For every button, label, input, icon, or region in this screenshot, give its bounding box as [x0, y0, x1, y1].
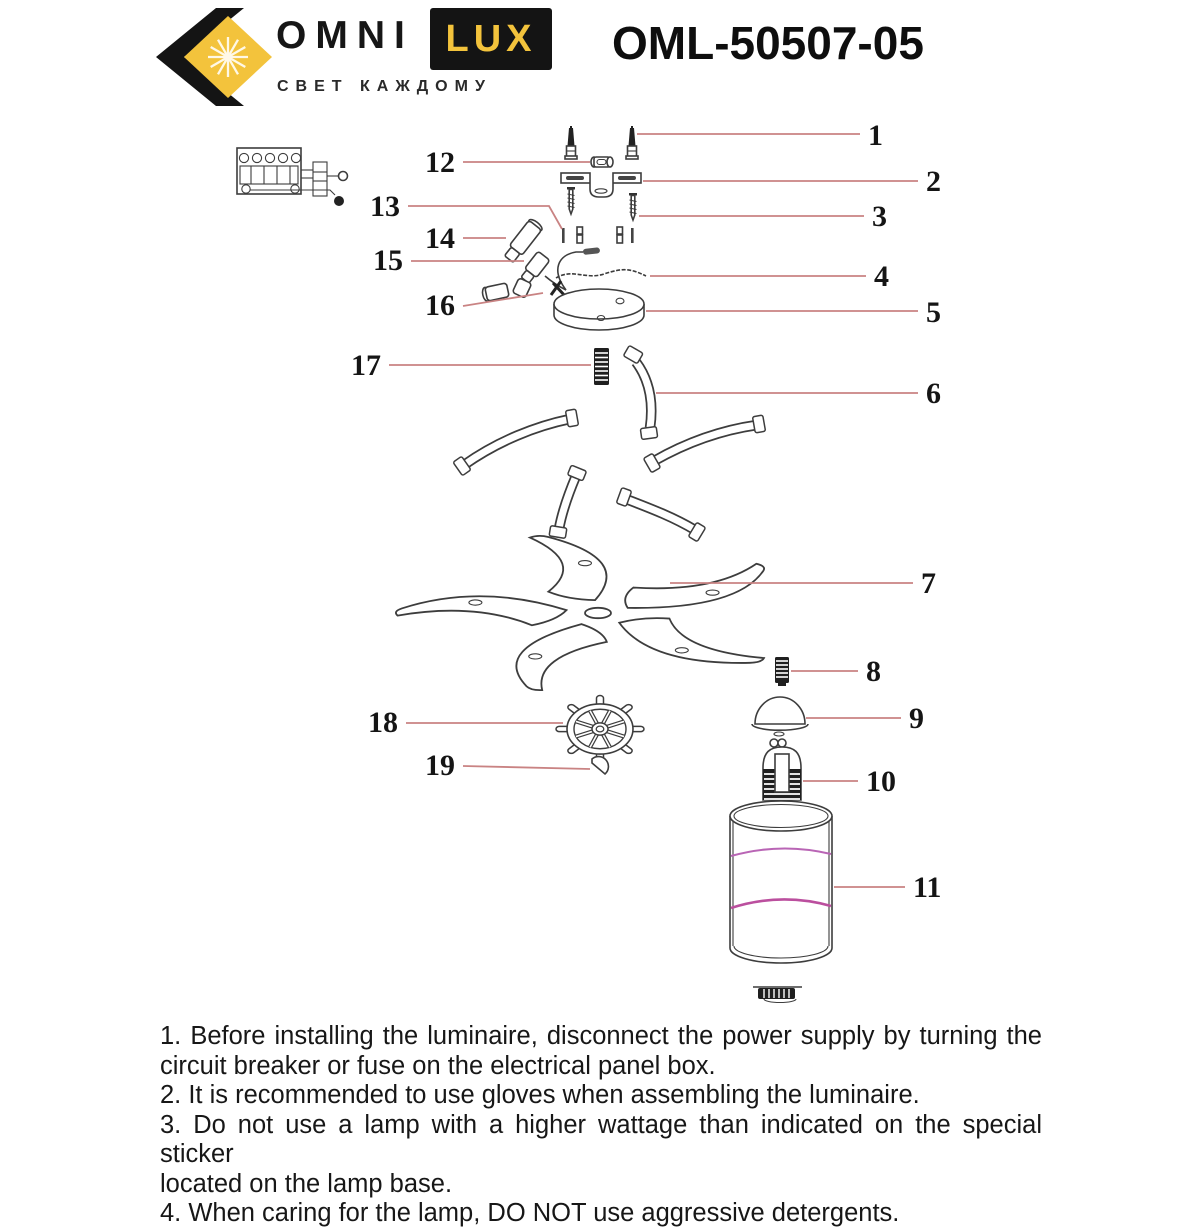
instruction-line: located on the lamp base. — [160, 1169, 453, 1198]
part-wavy-wire — [555, 268, 647, 279]
logo-chevron-shape — [156, 8, 244, 106]
exploded-assembly-diagram: 1 2 3 4 5 6 7 8 9 10 11 12 13 14 15 16 1… — [236, 119, 941, 1004]
part-screws — [567, 187, 637, 223]
wire-end-icon — [334, 196, 344, 206]
part-number-labels: 1 2 3 4 5 6 7 8 9 10 11 12 13 14 15 16 1… — [351, 119, 941, 904]
part-dome-cap — [751, 696, 809, 748]
brand-word-omni: OMNI — [276, 14, 414, 57]
part-label-1: 1 — [868, 119, 883, 152]
part-label-8: 8 — [866, 655, 881, 688]
part-label-11: 11 — [913, 871, 941, 904]
leader-lines — [389, 133, 918, 888]
part-arm-a — [453, 408, 579, 476]
part-arm-c — [548, 464, 587, 539]
part-canopy — [553, 288, 645, 331]
leader-line-16 — [462, 292, 544, 307]
part-connector-upper — [504, 218, 543, 263]
part-label-6: 6 — [926, 377, 941, 410]
part-shade-cylinder — [729, 800, 833, 964]
model-code: OML-50507-05 — [612, 17, 924, 69]
part-threaded-nipple — [594, 348, 609, 385]
part-set-screw — [775, 657, 789, 686]
terminal-block-illustration — [236, 147, 349, 206]
part-arm-d — [616, 487, 706, 542]
brand-logo — [156, 6, 276, 110]
shade-band-bottom — [730, 898, 832, 910]
instruction-line: 2. It is recommended to use gloves when … — [160, 1081, 920, 1109]
part-label-4: 4 — [874, 260, 889, 293]
brand-tagline: СВЕТ КАЖДОМУ — [277, 78, 492, 95]
wire-ring-terminal-icon — [337, 170, 349, 182]
leader-line-19 — [462, 765, 591, 770]
part-label-14: 14 — [425, 222, 455, 255]
part-label-2: 2 — [926, 165, 941, 198]
wire-pin-icon — [582, 247, 600, 255]
logo-sunburst-icon — [208, 37, 248, 77]
part-arm-b — [643, 414, 766, 473]
part-label-10: 10 — [866, 765, 896, 798]
part-label-19: 19 — [425, 749, 455, 782]
part-wire-connector — [590, 156, 614, 168]
instruction-line: circuit breaker or fuse on the electrica… — [160, 1051, 716, 1080]
part-swirl-frame — [391, 531, 785, 693]
part-label-15: 15 — [373, 244, 403, 277]
part-label-13: 13 — [370, 190, 400, 223]
part-label-16: 16 — [425, 289, 455, 322]
leader-line-13 — [408, 205, 563, 230]
instruction-line: 3. Do not use a lamp with a higher watta… — [160, 1110, 1042, 1169]
part-arm-6 — [623, 345, 659, 441]
safety-instructions: 1. Before installing the luminaire, disc… — [160, 1022, 1042, 1229]
part-half-dome — [591, 755, 610, 776]
part-label-18: 18 — [368, 706, 398, 739]
part-label-12: 12 — [425, 146, 455, 179]
part-label-9: 9 — [909, 702, 924, 735]
instruction-line: 4. When caring for the lamp, DO NOT use … — [160, 1199, 900, 1227]
part-mounting-bracket — [560, 172, 642, 198]
brand-logo-mark-icon — [156, 8, 272, 106]
part-connector-lower — [481, 277, 532, 302]
brand-word-lux: LUX — [430, 8, 552, 70]
part-label-17: 17 — [351, 349, 381, 382]
lamp-base-piece — [753, 986, 802, 1004]
part-label-7: 7 — [921, 567, 936, 600]
part-label-3: 3 — [872, 200, 887, 233]
part-connector-middle — [520, 251, 550, 284]
part-pins — [562, 226, 634, 244]
shade-band-top — [730, 847, 832, 857]
part-ship-wheel-decor — [556, 696, 644, 763]
part-lamp-socket — [762, 746, 802, 801]
instruction-line: 1. Before installing the luminaire, disc… — [160, 1022, 1042, 1050]
part-wall-anchors — [564, 126, 639, 160]
part-label-5: 5 — [926, 296, 941, 329]
